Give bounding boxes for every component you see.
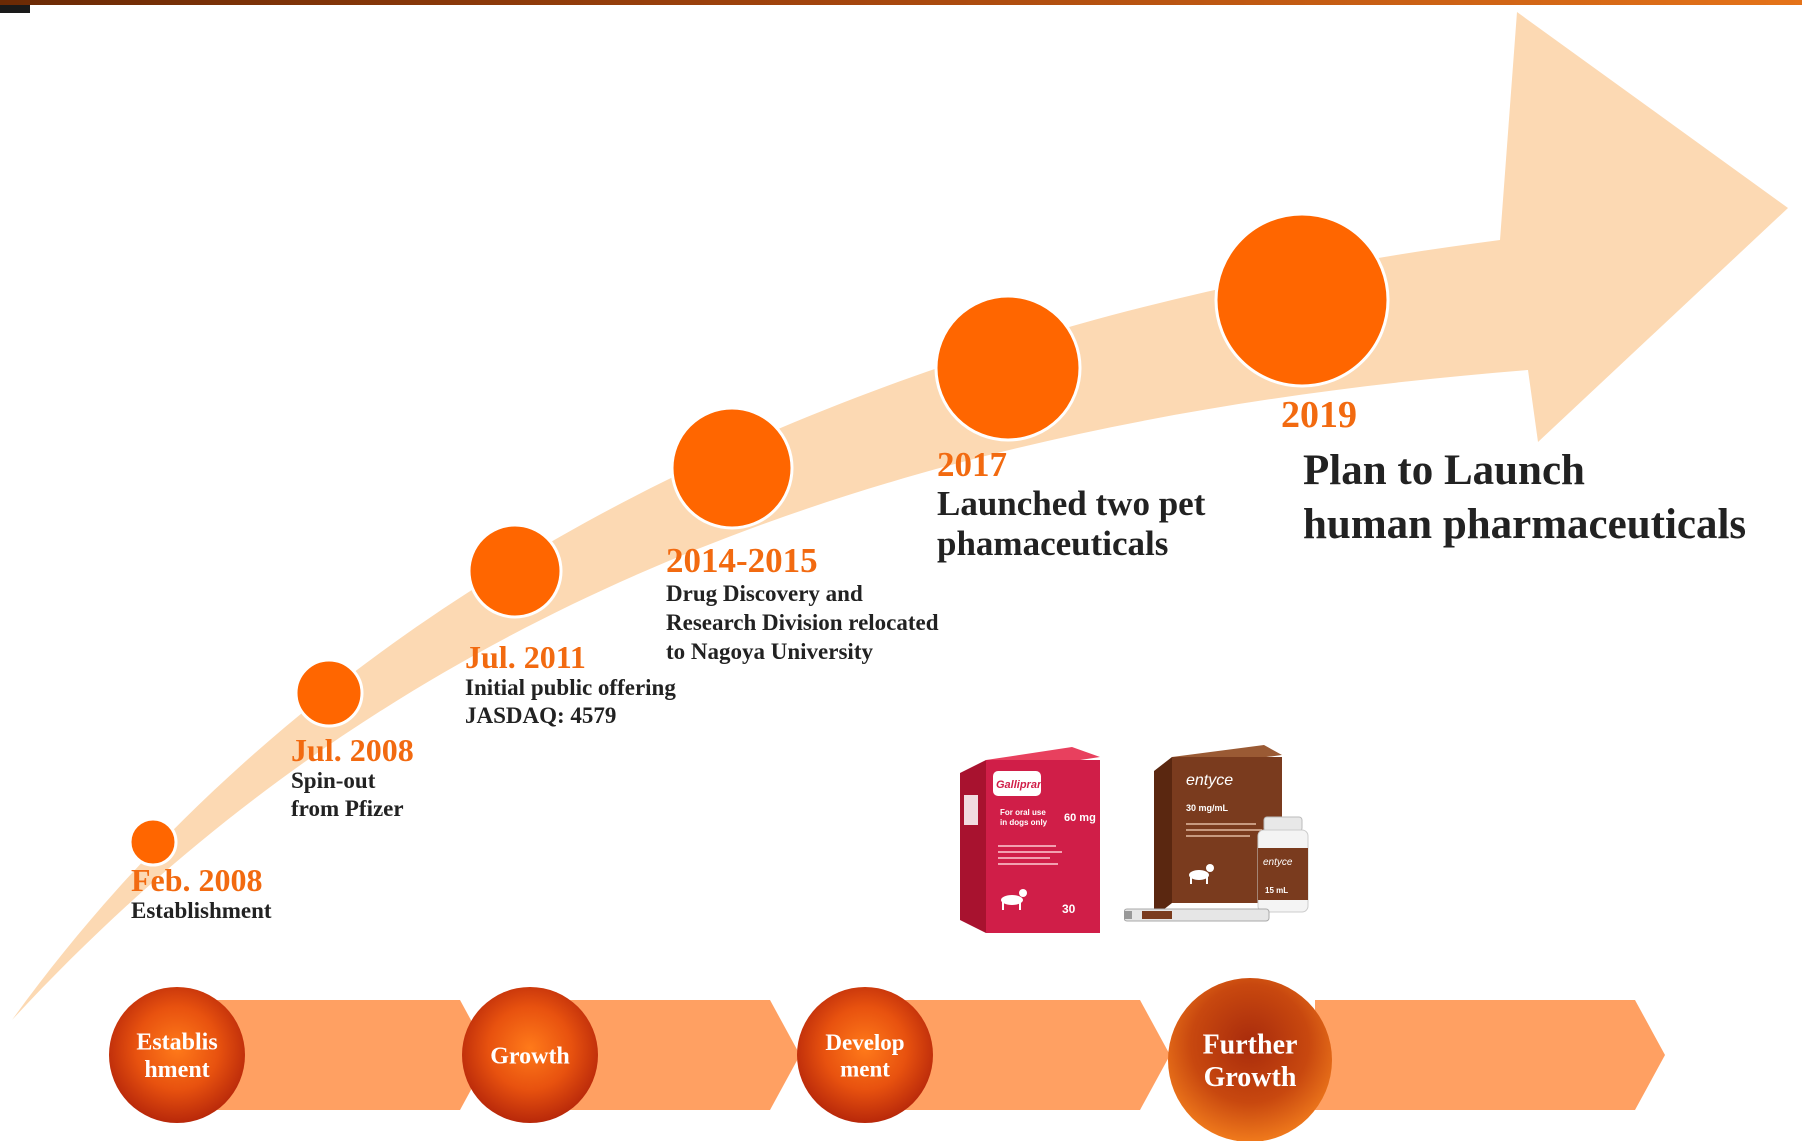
milestone-year: Jul. 2008 [291, 732, 414, 768]
milestone-desc: phamaceuticals [937, 524, 1169, 563]
stage-label-2-line-0: Develop [825, 1030, 904, 1055]
stage-label-0-line-1: hment [144, 1057, 209, 1083]
entyce-volume: 15 mL [1265, 886, 1288, 895]
milestone-desc: Research Division relocated [666, 610, 939, 635]
stage-bar-3 [1315, 1000, 1665, 1110]
milestone-year: Jul. 2011 [465, 639, 586, 675]
milestone-2019: 2019 Plan to Launch human pharmaceutical… [1281, 394, 1746, 552]
milestone-circle-1 [294, 658, 364, 728]
galliprant-count: 30 [1062, 902, 1076, 916]
milestone-desc: to Nagoya University [666, 639, 873, 664]
milestone-feb-2008: Feb. 2008 Establishment [131, 863, 272, 925]
stage-label-1-line-0: Growth [490, 1043, 570, 1069]
milestone-desc: Initial public offering [465, 675, 676, 700]
milestone-circle-5 [1214, 212, 1390, 388]
milestone-desc: Spin-out [291, 768, 376, 793]
milestone-2017: 2017 Launched two pet phamaceuticals [937, 446, 1205, 564]
milestone-circle-3 [670, 406, 794, 530]
syringe-icon [1124, 908, 1270, 922]
galliprant-dose: 60 mg [1064, 812, 1096, 824]
milestone-circle-2 [467, 523, 563, 619]
milestone-desc: JASDAQ: 4579 [465, 703, 617, 728]
milestone-desc: Launched two pet [937, 484, 1206, 523]
milestone-desc: Drug Discovery and [666, 581, 863, 606]
milestone-desc: Establishment [131, 898, 272, 923]
milestone-circle-4 [934, 294, 1082, 442]
stage-circle-1 [462, 987, 598, 1123]
stage-label-3-line-1: Growth [1204, 1062, 1297, 1093]
milestone-desc: Plan to Launch [1303, 447, 1585, 494]
milestone-jul-2011: Jul. 2011 Initial public offering JASDAQ… [465, 640, 676, 730]
entyce-product-box: entyce 30 mg/mL entyce 15 mL [1124, 745, 1309, 922]
milestone-year: 2017 [937, 445, 1007, 484]
entyce-brand: entyce [1186, 772, 1233, 789]
galliprant-use-line1: For oral use [1000, 808, 1046, 817]
milestone-year: 2019 [1281, 394, 1357, 436]
stage-bar-2 [905, 1000, 1170, 1110]
bottle-icon: entyce 15 mL [1257, 816, 1309, 913]
stage-circle-2 [797, 987, 933, 1123]
stage-circle-0 [109, 987, 245, 1123]
milestone-year: Feb. 2008 [131, 862, 263, 898]
stage-label-3-line-0: Further [1203, 1030, 1298, 1061]
galliprant-product-box: Galliprant For oral use in dogs only 60 … [960, 747, 1100, 933]
milestone-jul-2008: Jul. 2008 Spin-out from Pfizer [291, 733, 414, 823]
galliprant-use-line2: in dogs only [1000, 818, 1048, 827]
dog-icon [1001, 889, 1027, 910]
milestone-desc: human pharmaceuticals [1303, 501, 1747, 548]
entyce-concentration: 30 mg/mL [1186, 803, 1229, 813]
stage-label-0-line-0: Establis [136, 1030, 217, 1056]
milestone-desc: from Pfizer [291, 796, 404, 821]
milestone-2014-2015: 2014-2015 Drug Discovery and Research Di… [666, 543, 939, 666]
top-corner-mark [0, 5, 30, 13]
top-accent-bar [0, 0, 1802, 5]
stage-bar-0 [210, 1000, 490, 1110]
stage-bar-1 [565, 1000, 800, 1110]
milestone-circle-0 [128, 817, 178, 867]
entyce-bottle-brand: entyce [1263, 857, 1293, 868]
milestone-year: 2014-2015 [666, 541, 818, 580]
stage-label-2-line-1: ment [840, 1056, 890, 1081]
galliprant-brand: Galliprant [996, 779, 1049, 791]
dog-icon [1189, 864, 1214, 884]
stage-circle-3 [1168, 978, 1332, 1141]
